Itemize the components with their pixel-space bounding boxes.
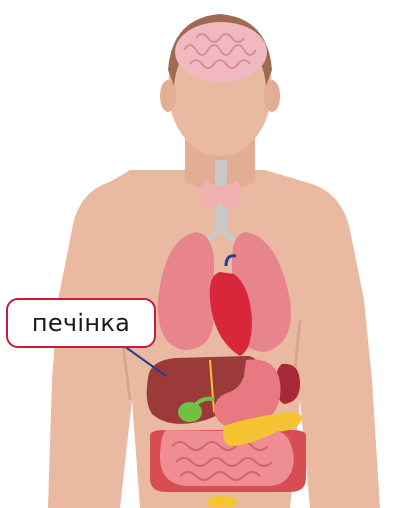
gallbladder: [178, 402, 202, 422]
liver-label-callout: печінка: [6, 298, 156, 348]
liver-label: печінка: [32, 309, 130, 337]
bladder: [206, 496, 238, 508]
